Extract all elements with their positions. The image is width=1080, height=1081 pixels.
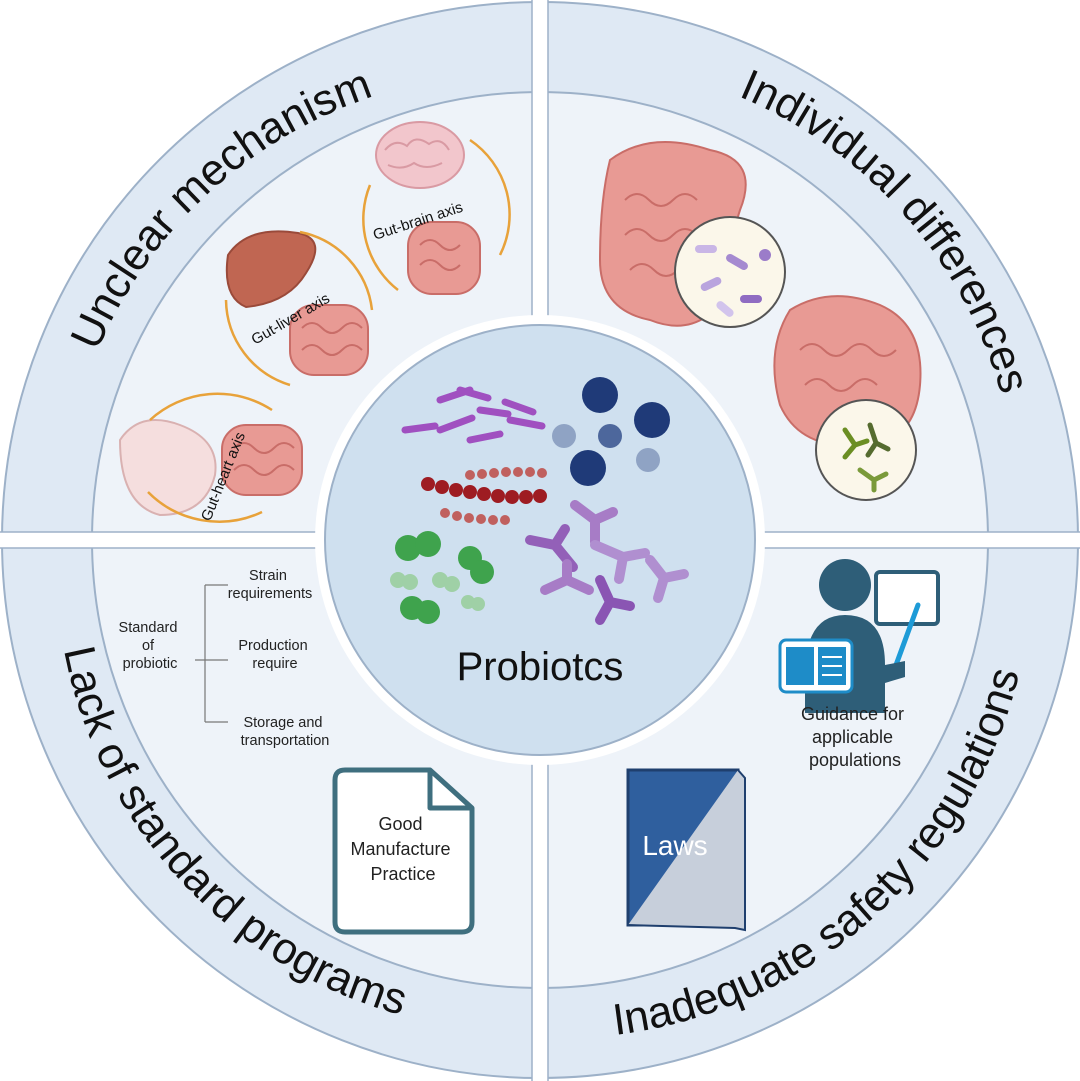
cycle-arrow — [149, 392, 273, 421]
bacteria-chains — [421, 467, 547, 525]
cycle-arrow — [224, 299, 291, 387]
tree-branch-storage: Storage and transportation — [241, 715, 330, 749]
gut-heart-axis: Gut-heart axis — [118, 392, 303, 523]
laws-book: Laws — [626, 768, 746, 932]
guidance-teacher-icon — [778, 559, 940, 713]
intestine-icon — [407, 221, 481, 295]
bacteria-cocci-blue — [552, 377, 670, 486]
gut-liver-axis: Gut-liver axis — [224, 230, 374, 387]
standard-tree: Standard of probiotic Strain requirement… — [119, 568, 330, 749]
gmp-document: Good Manufacture Practice — [332, 767, 475, 935]
center-title: Probiotcs — [457, 645, 624, 689]
bacteria-branched — [525, 500, 689, 625]
tree-branch-strain: Strain requirements — [228, 568, 313, 602]
tree-root: Standard of probiotic — [119, 620, 182, 672]
brain-icon — [375, 121, 465, 189]
tree-branch-production: Production require — [238, 638, 311, 672]
cycle-arrow — [362, 184, 399, 291]
tree-connector — [195, 584, 228, 723]
guidance-text: Guidance for applicable populations — [801, 704, 909, 770]
bacteria-cocci-green — [390, 531, 494, 624]
microbiome-circle-2 — [815, 399, 917, 501]
document-text: Good Manufacture Practice — [350, 814, 455, 884]
microbiome-circle-1 — [674, 216, 786, 328]
book-label: Laws — [642, 830, 707, 861]
cycle-arrow — [147, 491, 263, 523]
heart-icon — [118, 419, 217, 517]
bacteria-rods — [401, 386, 546, 444]
cycle-arrow — [299, 230, 374, 311]
intestine-icon — [289, 304, 369, 376]
intestine-icon — [221, 424, 303, 496]
cycle-arrow — [469, 138, 511, 256]
liver-icon — [225, 230, 317, 309]
